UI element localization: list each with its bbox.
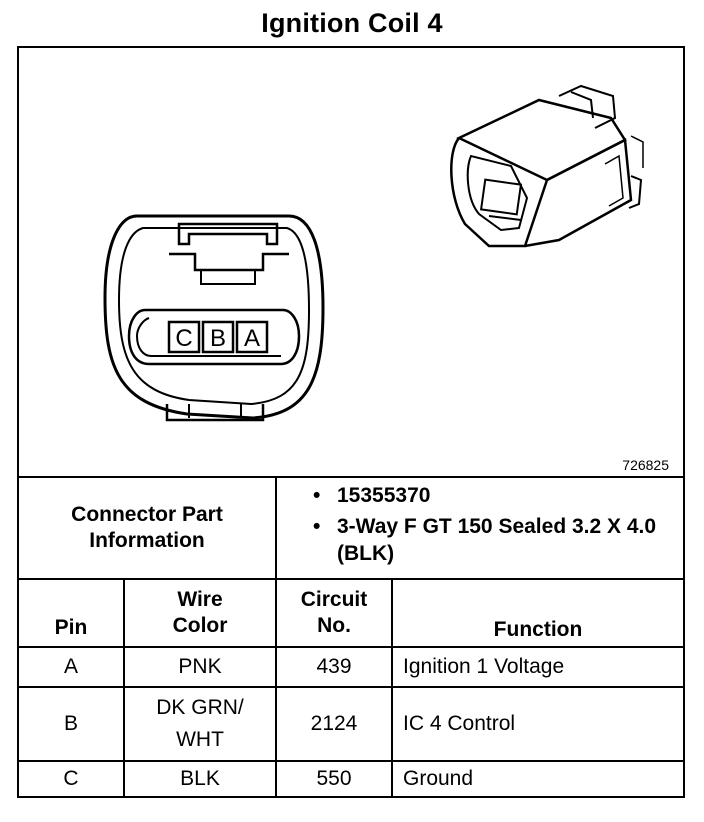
list-item: •3-Way F GT 150 Sealed 3.2 X 4.0 (BLK) — [313, 515, 657, 565]
iso-body-front — [450, 137, 549, 248]
circuit-cell: 550 — [316, 767, 352, 790]
header-function: Function — [493, 618, 583, 641]
connector-info-list: •15355370 •3-Way F GT 150 Sealed 3.2 X 4… — [313, 482, 673, 567]
page-title: Ignition Coil 4 — [261, 8, 443, 38]
divider — [19, 476, 683, 478]
connector-isometric-view — [450, 84, 644, 248]
function-cell: Ground — [403, 767, 474, 790]
wire-color-cell: PNK — [178, 655, 222, 678]
header-pin: Pin — [54, 616, 88, 639]
pin-labels: C B A — [175, 325, 260, 352]
pin-label-b: B — [210, 325, 226, 352]
list-item: •15355370 — [313, 484, 431, 507]
connector-latch — [177, 222, 279, 246]
connector-bottom-key — [165, 404, 265, 422]
figure-id: 726825 — [622, 457, 669, 473]
connector-latch-ramp — [169, 252, 289, 272]
wire-color-cell: DK GRN/WHT — [156, 696, 244, 751]
function-cell: IC 4 Control — [403, 712, 516, 735]
pin-cavity-housing — [127, 308, 301, 366]
pin-cell: A — [63, 655, 78, 678]
connector-info-label: Connector Part Information — [71, 503, 223, 552]
connector-drawing: C B A 726825 — [103, 84, 669, 473]
pin-cell: B — [63, 712, 78, 735]
pin-label-c: C — [175, 325, 192, 352]
connector-inner-shell — [117, 227, 311, 406]
pin-cell: C — [63, 767, 79, 790]
pin-cavity-a — [235, 320, 269, 354]
pin-cavities — [167, 320, 269, 354]
connector-outer-shell — [103, 214, 325, 420]
iso-latch — [558, 84, 617, 129]
iso-body-top — [456, 98, 627, 182]
iso-face — [466, 154, 529, 232]
function-cell: Ignition 1 Voltage — [403, 655, 565, 678]
connector-sheet: C B A 726825 Connector Part Information — [17, 46, 685, 798]
circuit-cell: 439 — [316, 655, 352, 678]
pin-label-a: A — [244, 325, 260, 352]
pin-cavity-c — [167, 320, 201, 354]
iso-cavity — [479, 178, 523, 216]
pin-cavity-b — [201, 320, 235, 354]
circuit-cell: 2124 — [310, 712, 358, 735]
connector-face-view — [103, 214, 325, 422]
wire-color-cell: BLK — [180, 767, 220, 790]
